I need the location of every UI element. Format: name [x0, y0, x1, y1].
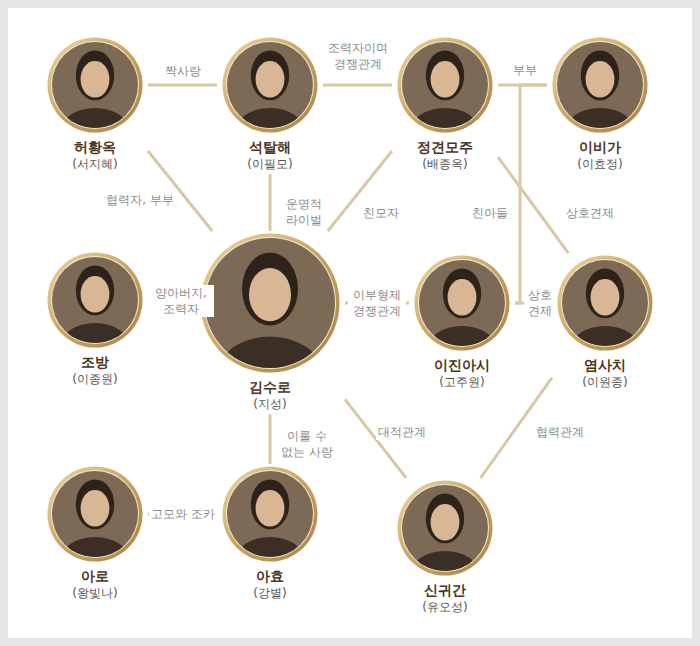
actor-name: (지성)	[253, 397, 286, 413]
relation-label: 짝사랑	[163, 63, 203, 79]
relation-label: 친모자	[361, 205, 401, 221]
character-name: 정견모주	[417, 139, 473, 157]
actor-name: (배종옥)	[422, 157, 467, 173]
character-name: 이비가	[579, 139, 621, 157]
relation-label: 이룰 수 없는 사랑	[273, 428, 341, 460]
relation-line	[323, 84, 392, 87]
portrait-circle	[222, 37, 318, 133]
relation-label: 이부형제 경쟁관계	[348, 287, 406, 319]
relation-label: 상호 견제	[524, 287, 556, 319]
relation-label: 협력자, 부부	[104, 192, 176, 208]
character-node: 석탈해(이필모)	[219, 37, 321, 172]
character-name: 조방	[81, 354, 109, 372]
actor-name: (이필모)	[247, 157, 292, 173]
portrait-circle	[47, 466, 143, 562]
relation-label: 조력자이며 경쟁관계	[322, 40, 394, 72]
actor-name: (유오성)	[422, 600, 467, 616]
character-node: 허황옥(서지혜)	[44, 37, 146, 172]
actor-name: (고주원)	[439, 375, 484, 391]
relation-label: 운명적 라이벌	[280, 196, 328, 228]
character-node: 아로(왕빛나)	[44, 466, 146, 601]
portrait-circle	[47, 37, 143, 133]
character-node: 김수로(지성)	[197, 233, 343, 412]
portrait-circle	[414, 255, 510, 351]
character-name: 허황옥	[74, 139, 116, 157]
relation-label: 상호견제	[564, 205, 616, 221]
relation-label: 협력관계	[534, 424, 586, 440]
actor-name: (서지혜)	[72, 157, 117, 173]
relation-label: 친아들	[470, 205, 510, 221]
character-name: 신귀간	[424, 582, 466, 600]
character-name: 염사치	[584, 357, 626, 375]
portrait-circle	[552, 37, 648, 133]
relation-line	[269, 414, 272, 464]
portrait-circle	[222, 466, 318, 562]
character-name: 아효	[256, 568, 284, 586]
character-node: 정견모주(배종옥)	[394, 37, 496, 172]
character-node: 이비가(이효정)	[549, 37, 651, 172]
portrait-circle	[397, 37, 493, 133]
relation-line	[269, 174, 272, 231]
relation-label: 대적관계	[376, 424, 428, 440]
relation-line	[148, 84, 217, 87]
character-node: 조방(이종원)	[44, 252, 146, 387]
actor-name: (이원종)	[582, 375, 627, 391]
character-node: 신귀간(유오성)	[394, 480, 496, 615]
relation-label: 양아버지, 조력자	[148, 285, 214, 317]
actor-name: (강별)	[253, 586, 286, 602]
relation-line	[515, 85, 547, 303]
character-name: 아로	[81, 568, 109, 586]
portrait-circle	[47, 252, 143, 348]
portrait-circle	[557, 255, 653, 351]
actor-name: (이종원)	[72, 372, 117, 388]
character-node: 이진아시(고주원)	[411, 255, 513, 390]
relation-label: 부부	[511, 62, 539, 78]
portrait-circle	[200, 233, 340, 373]
actor-name: (이효정)	[577, 157, 622, 173]
portrait-circle	[397, 480, 493, 576]
actor-name: (왕빛나)	[72, 586, 117, 602]
character-name: 이진아시	[434, 357, 490, 375]
character-node: 아효(강별)	[219, 466, 321, 601]
relation-label: 고모와 조카	[149, 506, 217, 522]
character-node: 염사치(이원종)	[554, 255, 656, 390]
character-name: 김수로	[249, 379, 291, 397]
character-name: 석탈해	[249, 139, 291, 157]
